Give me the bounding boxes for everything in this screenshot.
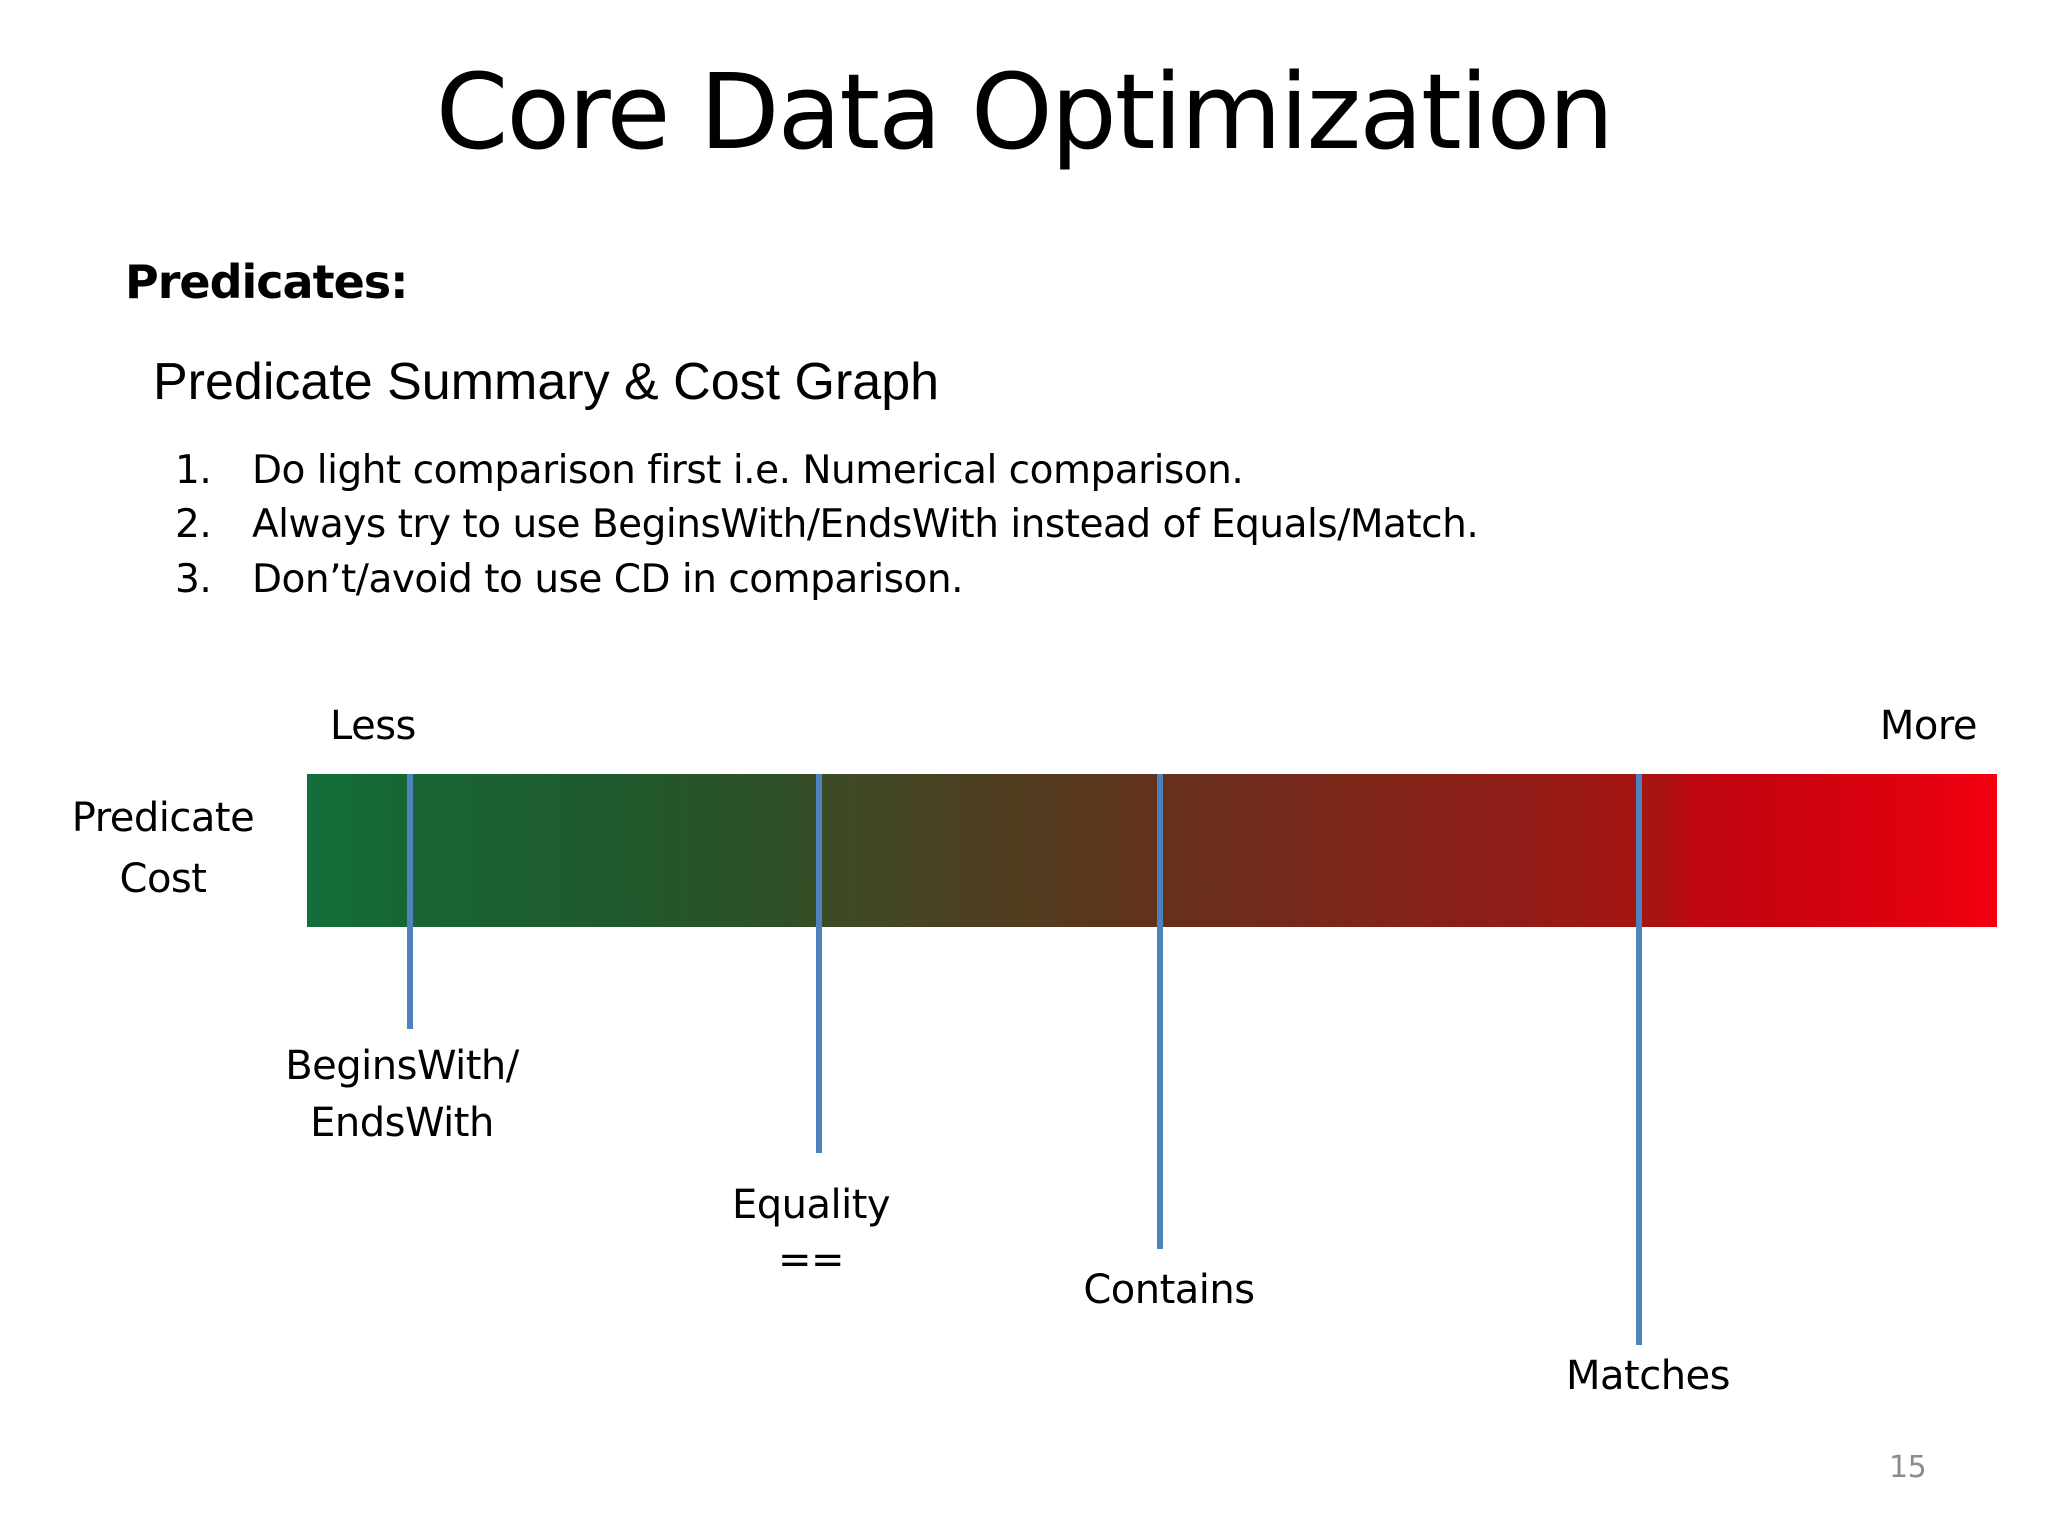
scale-high-label: More	[1879, 703, 1978, 749]
marker-line-contains	[1157, 774, 1163, 1249]
list-number: 2.	[175, 502, 212, 547]
list-number: 1.	[175, 448, 212, 493]
marker-label-contains: Contains	[1083, 1267, 1255, 1313]
slide-title: Core Data Optimization	[435, 51, 1614, 173]
marker-label-equality-line1: Equality	[731, 1182, 891, 1228]
list-number: 3.	[175, 557, 212, 602]
subtitle: Predicate Summary & Cost Graph	[153, 353, 940, 411]
page-number: 15	[1889, 1450, 1927, 1485]
cost-gradient-bar	[307, 774, 1997, 927]
marker-label-matches: Matches	[1566, 1353, 1731, 1399]
marker-label-beginswith-line1: BeginsWith/	[285, 1043, 519, 1089]
marker-label-equality-line2: ==	[777, 1237, 845, 1283]
scale-low-label: Less	[330, 703, 416, 749]
section-heading: Predicates:	[125, 255, 409, 309]
list-text: Always try to use BeginsWith/EndsWith in…	[252, 502, 1479, 547]
marker-line-beginswith	[407, 774, 413, 1029]
marker-line-matches	[1636, 774, 1642, 1345]
marker-label-beginswith-line2: EndsWith	[310, 1100, 494, 1146]
marker-line-equality	[816, 774, 822, 1153]
list-text: Don’t/avoid to use CD in comparison.	[252, 557, 963, 602]
axis-label-line1: Predicate	[71, 795, 255, 841]
list-text: Do light comparison first i.e. Numerical…	[252, 448, 1244, 493]
axis-label-line2: Cost	[119, 856, 207, 902]
